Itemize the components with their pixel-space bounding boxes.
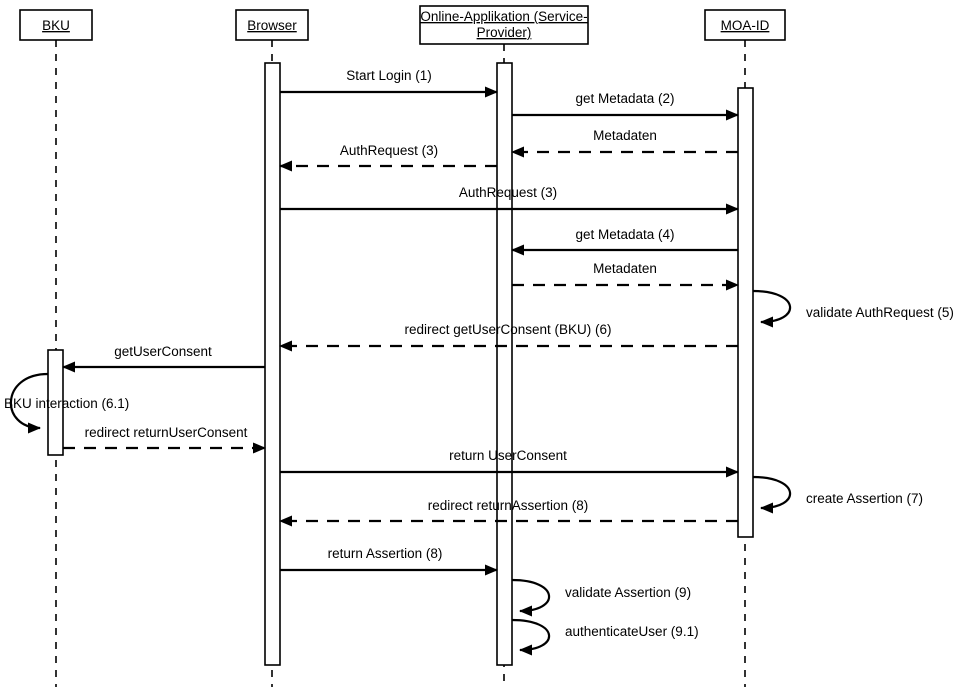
message-redirect-getuserconsent[interactable]: redirect getUserConsent (BKU) (6): [279, 322, 738, 352]
message-authrequest-3-forward[interactable]: AuthRequest (3): [280, 185, 739, 215]
participant-online-applikation[interactable]: Online-Applikation (Service- Provider): [419, 5, 589, 45]
message-get-metadata-4[interactable]: get Metadata (4): [511, 227, 738, 256]
message-label-authrequest-3-forward: AuthRequest (3): [459, 185, 557, 200]
self-message-authenticate-user[interactable]: authenticateUser (9.1): [511, 618, 699, 656]
message-label-metadaten-2: Metadaten: [593, 261, 657, 276]
self-message-arc-authenticate-user: [511, 618, 551, 656]
message-label-authrequest-3-reply: AuthRequest (3): [340, 143, 438, 158]
participant-label-oa-line2: Provider): [477, 25, 532, 40]
self-message-arc-create-assertion: [752, 475, 792, 514]
self-message-label-authenticate-user: authenticateUser (9.1): [565, 624, 699, 639]
participant-moa-id[interactable]: MOA-ID: [704, 9, 786, 41]
participant-box-browser: [235, 9, 309, 41]
message-get-metadata-2[interactable]: get Metadata (2): [512, 91, 739, 121]
self-message-arc-bku-interaction: [9, 372, 49, 434]
message-start-login[interactable]: Start Login (1): [280, 68, 498, 98]
message-metadaten-2[interactable]: Metadaten: [512, 261, 739, 291]
activation-bar-oa[interactable]: [496, 62, 513, 666]
activation-bars-group: [47, 62, 754, 666]
message-getuserconsent[interactable]: getUserConsent: [62, 344, 265, 373]
message-label-redirect-returnassertion: redirect returnAssertion (8): [428, 498, 589, 513]
participant-box-bku: [19, 9, 93, 41]
message-metadaten-1[interactable]: Metadaten: [511, 128, 738, 158]
message-redirect-returnassertion[interactable]: redirect returnAssertion (8): [279, 498, 738, 527]
message-label-get-metadata-2: get Metadata (2): [575, 91, 674, 106]
message-label-return-assertion: return Assertion (8): [328, 546, 443, 561]
participant-box-oa: [419, 5, 589, 45]
message-label-redirect-getuserconsent: redirect getUserConsent (BKU) (6): [404, 322, 611, 337]
message-return-assertion[interactable]: return Assertion (8): [280, 546, 498, 576]
self-message-validate-authrequest[interactable]: validate AuthRequest (5): [752, 289, 954, 328]
self-message-create-assertion[interactable]: create Assertion (7): [752, 475, 923, 514]
participant-box-moaid: [704, 9, 786, 41]
participant-label-moaid: MOA-ID: [721, 18, 770, 33]
self-message-validate-assertion[interactable]: validate Assertion (9): [511, 578, 691, 617]
self-message-bku-interaction[interactable]: BKU interaction (6.1): [4, 372, 129, 434]
message-return-userconsent[interactable]: return UserConsent: [280, 448, 739, 478]
message-redirect-returnuserconsent[interactable]: redirect returnUserConsent: [63, 425, 266, 454]
participant-headers-group: BKU Browser Online-Applikation (Service-…: [19, 5, 786, 45]
self-messages-group: validate AuthRequest (5) BKU interaction…: [4, 289, 954, 656]
self-message-arc-validate-authrequest: [752, 289, 792, 328]
self-message-label-bku-interaction: BKU interaction (6.1): [4, 396, 129, 411]
activation-bar-bku[interactable]: [47, 349, 64, 456]
participant-label-browser: Browser: [247, 18, 297, 33]
activation-bar-moaid[interactable]: [737, 87, 754, 538]
messages-group: Start Login (1) get Metadata (2) Metadat…: [62, 68, 739, 576]
participant-label-bku: BKU: [42, 18, 70, 33]
message-label-redirect-returnuserconsent: redirect returnUserConsent: [85, 425, 248, 440]
participant-label-oa-line1: Online-Applikation (Service-: [420, 9, 587, 24]
message-label-get-metadata-4: get Metadata (4): [575, 227, 674, 242]
message-label-return-userconsent: return UserConsent: [449, 448, 567, 463]
participant-bku[interactable]: BKU: [19, 9, 93, 41]
message-authrequest-3-reply[interactable]: AuthRequest (3): [279, 143, 497, 172]
activation-bar-browser[interactable]: [264, 62, 281, 666]
self-message-label-create-assertion: create Assertion (7): [806, 491, 923, 506]
self-message-label-validate-authrequest: validate AuthRequest (5): [806, 305, 954, 320]
message-label-start-login: Start Login (1): [346, 68, 432, 83]
self-message-arc-validate-assertion: [511, 578, 551, 617]
message-label-getuserconsent: getUserConsent: [114, 344, 212, 359]
message-label-metadaten-1: Metadaten: [593, 128, 657, 143]
participant-browser[interactable]: Browser: [235, 9, 309, 41]
self-message-label-validate-assertion: validate Assertion (9): [565, 585, 691, 600]
